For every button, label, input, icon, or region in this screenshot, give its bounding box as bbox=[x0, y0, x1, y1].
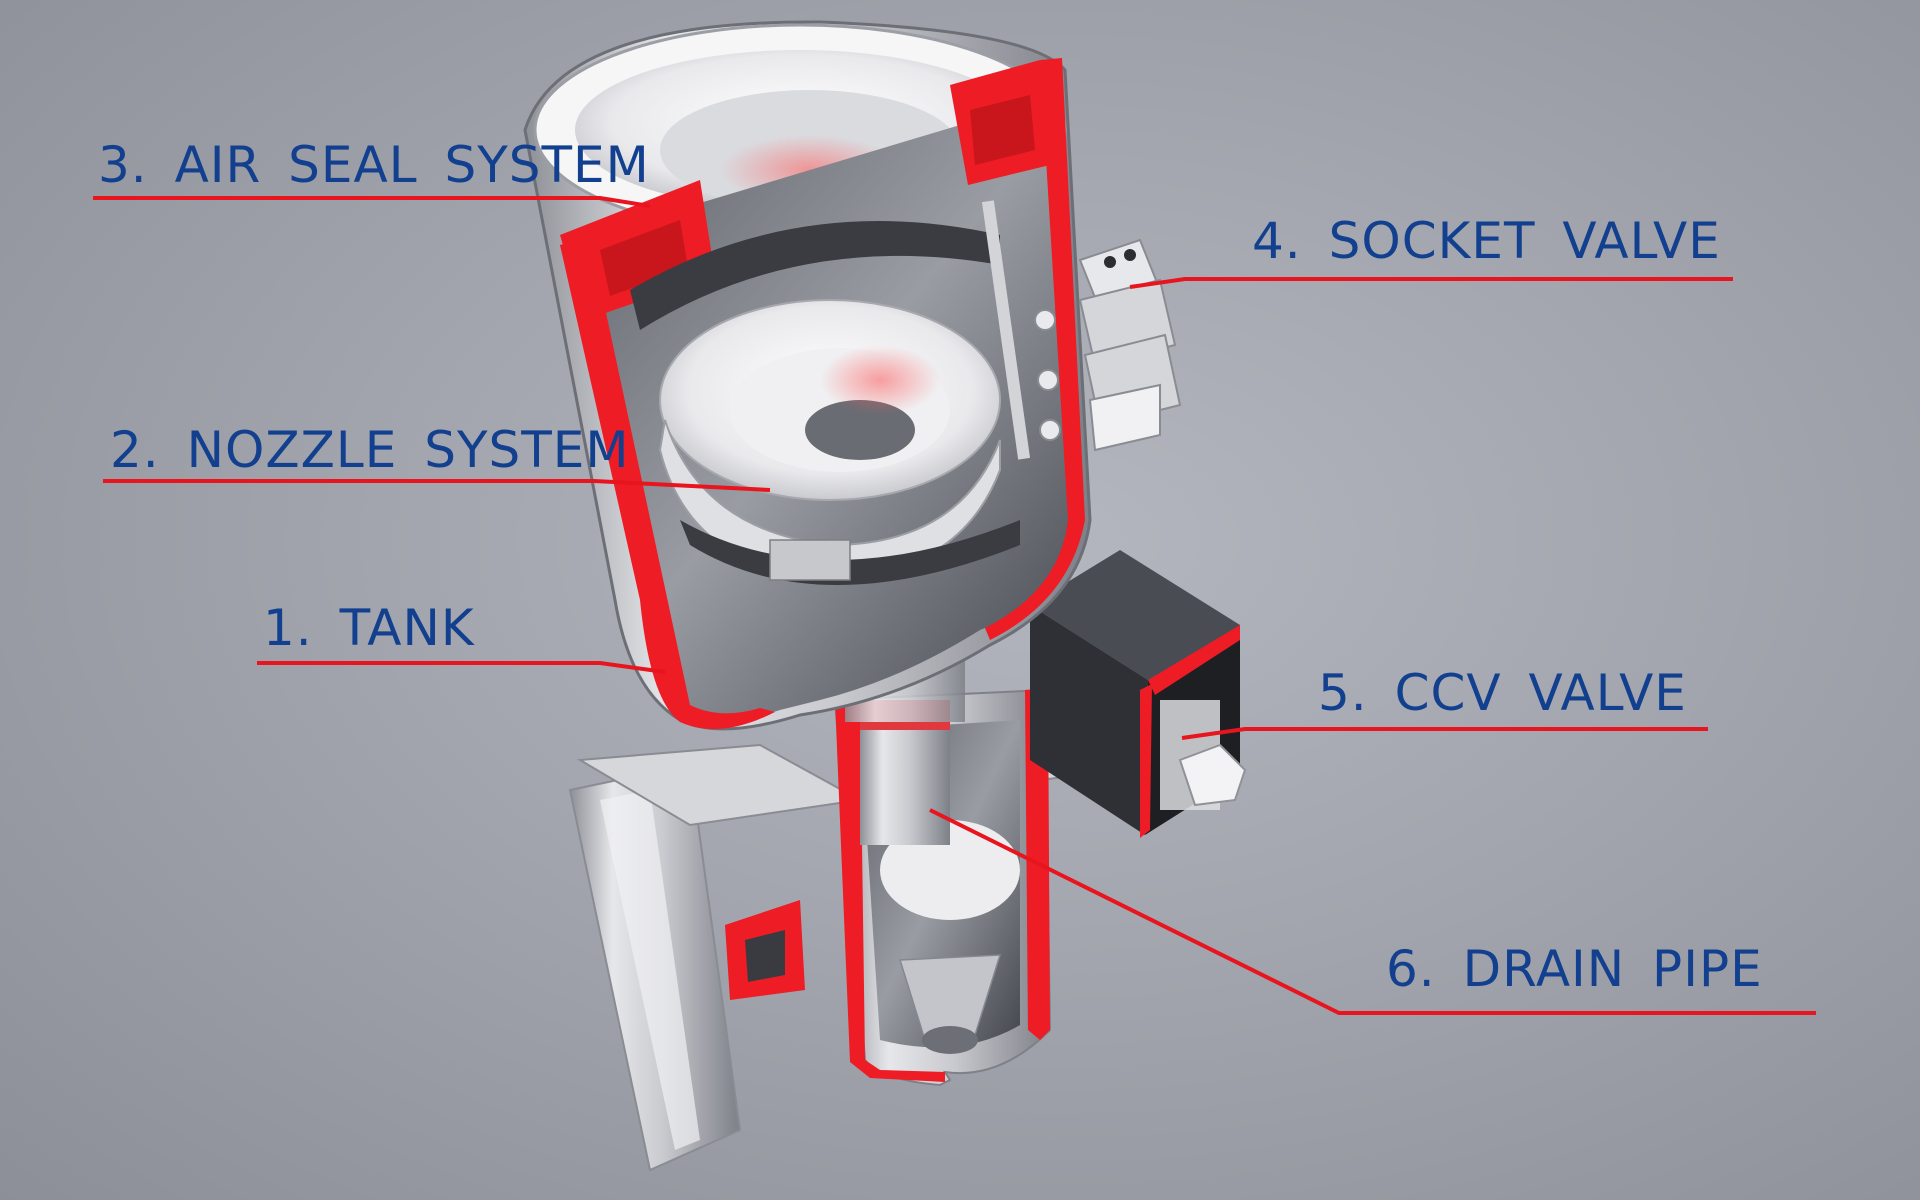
tank-body bbox=[523, 20, 1092, 731]
leader-line-ccv-valve bbox=[1181, 727, 1708, 740]
label-socket-valve: 4. SOCKET VALVE bbox=[1252, 212, 1721, 270]
leader-line-tank bbox=[257, 661, 666, 674]
label-ccv-valve: 5. CCV VALVE bbox=[1318, 664, 1687, 722]
socket-valve-assembly bbox=[1034, 238, 1182, 452]
label-air-seal-system: 3. AIR SEAL SYSTEM bbox=[98, 136, 650, 194]
leader-line-nozzle-system bbox=[103, 479, 771, 492]
leader-line-socket-valve bbox=[1129, 277, 1733, 289]
label-tank: 1. TANK bbox=[263, 599, 475, 657]
ccv-valve-box bbox=[1030, 550, 1247, 838]
leader-line-air-seal-system bbox=[93, 196, 651, 208]
drain-pipe-assembly bbox=[833, 604, 1052, 1087]
label-drain-pipe: 6. DRAIN PIPE bbox=[1386, 940, 1763, 998]
label-nozzle-system: 2. NOZZLE SYSTEM bbox=[110, 421, 630, 479]
leader-line-drain-pipe bbox=[929, 808, 1816, 1015]
leader-lines bbox=[93, 196, 1816, 1015]
